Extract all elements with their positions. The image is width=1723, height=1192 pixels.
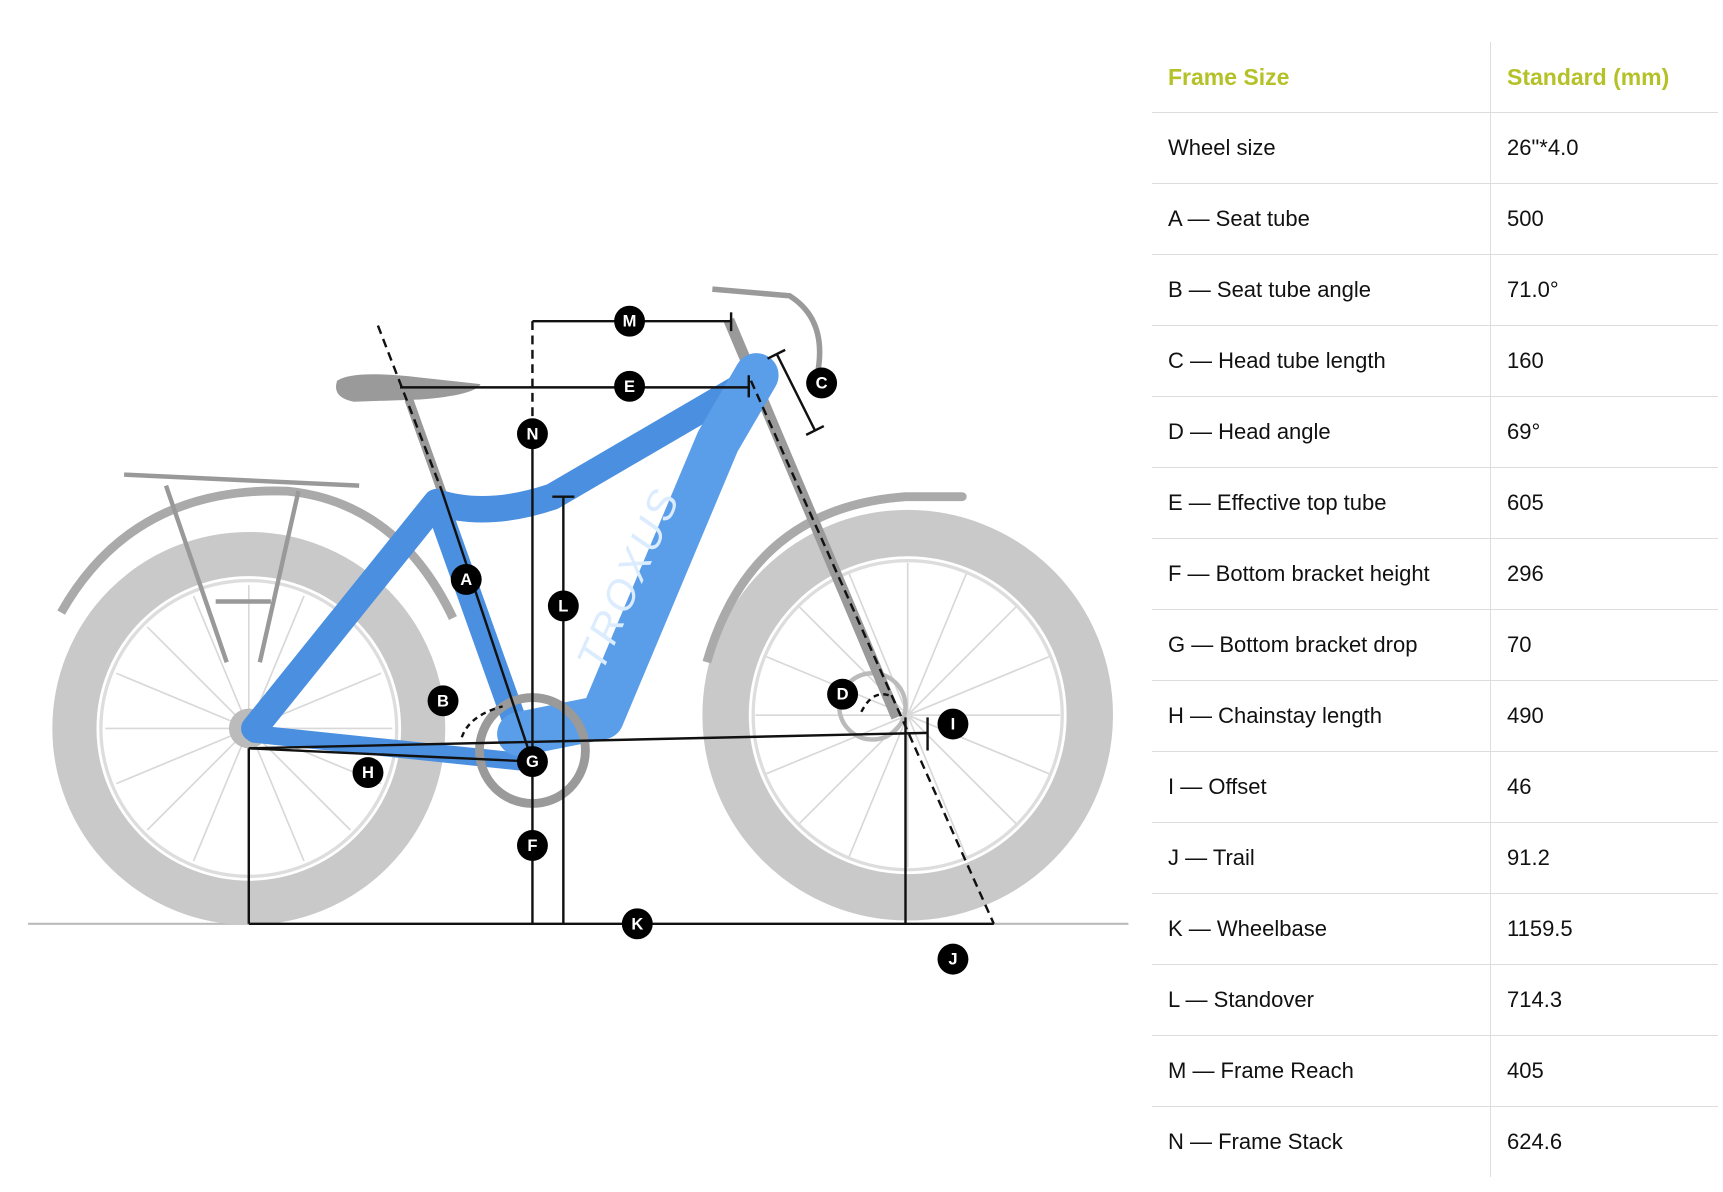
measurement-name: M — Frame Reach [1152,1035,1491,1107]
svg-text:B: B [437,691,449,710]
measurement-name: D — Head angle [1152,396,1491,468]
measurement-value: 1159.5 [1490,893,1718,965]
measurement-value: 160 [1490,325,1718,397]
measurement-name: N — Frame Stack [1152,1106,1491,1177]
measurement-value: 26"*4.0 [1490,112,1718,184]
marker-k: K [621,908,653,940]
svg-text:L: L [558,596,568,615]
svg-text:E: E [624,377,635,396]
measurement-name: H — Chainstay length [1152,680,1491,752]
header-standard: Standard (mm) [1490,42,1718,113]
rear-fender [57,486,457,620]
measurement-value: 500 [1490,183,1718,255]
marker-b: B [427,685,459,717]
measurement-name: E — Effective top tube [1152,467,1491,539]
table-row: N — Frame Stack 624.6 [1152,1106,1718,1177]
svg-text:A: A [460,570,472,589]
measurement-name: B — Seat tube angle [1152,254,1491,326]
svg-text:K: K [631,914,643,933]
measurement-name: Wheel size [1152,112,1491,184]
measurement-name: I — Offset [1152,751,1491,823]
measurement-value: 605 [1490,467,1718,539]
measurement-name: K — Wheelbase [1152,893,1491,965]
bike-geometry-diagram: TROXUS A B C D E F G H I J K L M N [28,286,1129,975]
measurement-value: 405 [1490,1035,1718,1107]
measurement-name: J — Trail [1152,822,1491,894]
marker-d: D [827,678,859,710]
measurement-value: 296 [1490,538,1718,610]
measurement-value: 714.3 [1490,964,1718,1036]
svg-text:F: F [527,836,537,855]
svg-text:I: I [951,715,956,734]
front-wheel [702,509,1113,921]
header-frame-size: Frame Size [1152,42,1491,113]
marker-f: F [516,829,548,861]
measurement-name: F — Bottom bracket height [1152,538,1491,610]
svg-text:H: H [362,763,374,782]
marker-m: M [614,305,646,337]
marker-c: C [806,367,838,399]
table-header-row: Frame Size Standard (mm) [1152,42,1718,113]
front-fender [702,492,967,664]
measurement-value: 91.2 [1490,822,1718,894]
svg-text:M: M [623,312,637,331]
svg-text:G: G [526,752,539,771]
svg-text:N: N [526,424,538,443]
svg-text:J: J [948,950,957,969]
svg-text:D: D [837,685,849,704]
marker-h: H [352,757,384,789]
measurement-value: 46 [1490,751,1718,823]
marker-e: E [614,370,646,402]
measurement-name: L — Standover [1152,964,1491,1036]
measurement-name: A — Seat tube [1152,183,1491,255]
marker-a: A [450,563,482,595]
marker-j: J [937,943,969,975]
measurement-value: 490 [1490,680,1718,752]
marker-n: N [516,418,548,450]
marker-g: G [516,746,548,778]
measurement-name: G — Bottom bracket drop [1152,609,1491,681]
rear-rack [123,472,360,663]
marker-i: I [937,708,969,740]
measurement-value: 69° [1490,396,1718,468]
measurement-value: 71.0° [1490,254,1718,326]
measurement-value: 624.6 [1507,1129,1563,1154]
measurement-value: 70 [1490,609,1718,681]
svg-text:C: C [816,373,828,392]
measurement-name: C — Head tube length [1152,325,1491,397]
marker-l: L [547,590,579,622]
